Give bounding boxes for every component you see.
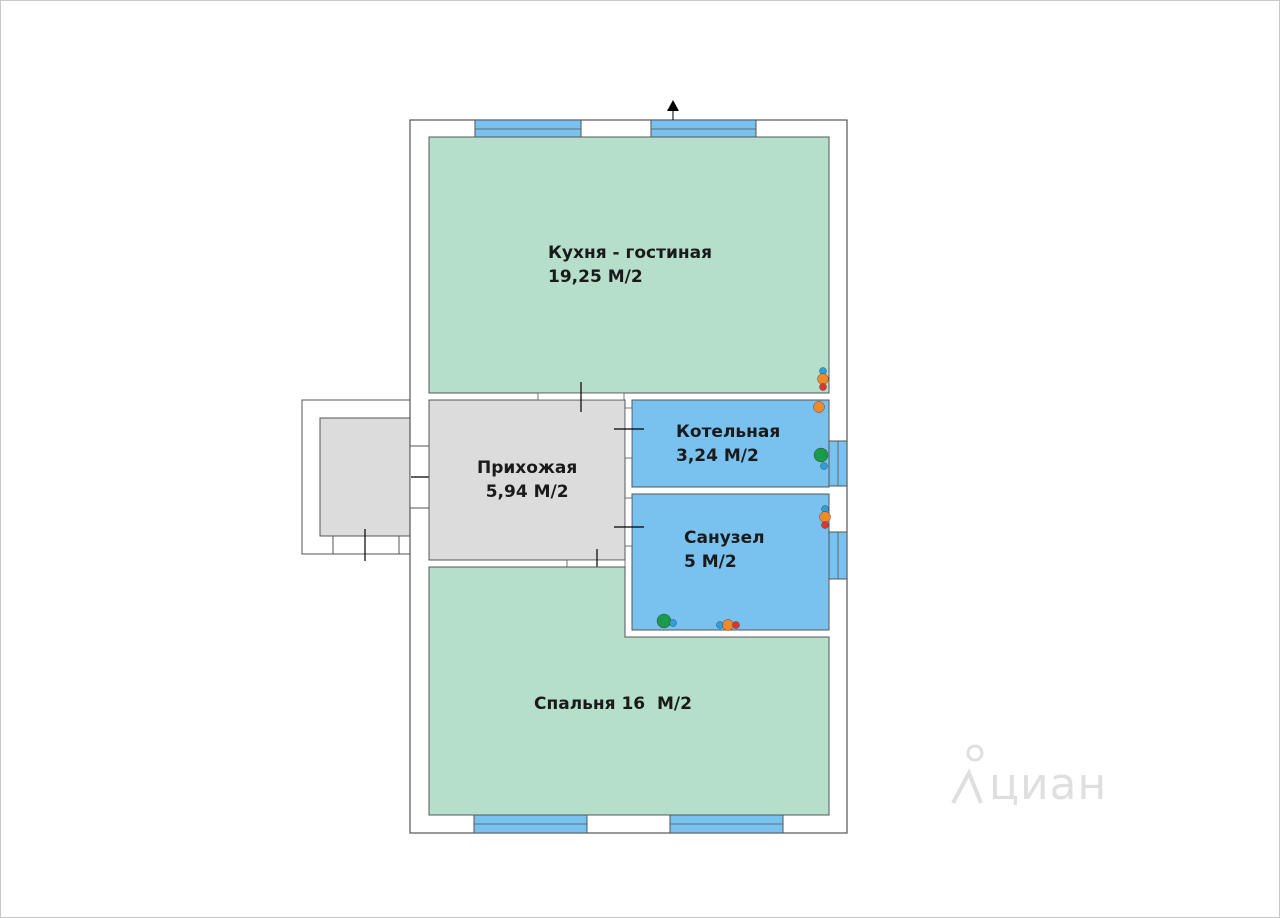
room-boiler xyxy=(631,399,830,488)
room-bedroom xyxy=(428,566,830,816)
gas-point-icon xyxy=(819,511,831,523)
boiler-name: Котельная xyxy=(676,422,781,442)
porch-step xyxy=(332,535,400,555)
cold-water-point-icon xyxy=(669,619,677,627)
window-kitchen-right xyxy=(650,119,757,138)
hot-water-point-icon xyxy=(732,621,740,629)
gas-point-icon xyxy=(722,619,734,631)
porch-platform xyxy=(319,417,413,537)
hot-water-point-icon xyxy=(819,383,827,391)
bathroom-door-gap xyxy=(624,497,633,547)
hall-label: Прихожая 5,94 М/2 xyxy=(477,456,577,504)
kitchen-name: Кухня - гостиная xyxy=(548,243,713,263)
hall-area: 5,94 М/2 xyxy=(485,482,569,502)
window-kitchen-left xyxy=(474,119,582,138)
cold-water-point-icon xyxy=(820,462,828,470)
bathroom-name: Санузел xyxy=(684,528,765,548)
bedroom-label: Спальня 16 М/2 xyxy=(534,694,692,714)
boiler-label: Котельная 3,24 М/2 xyxy=(676,420,780,468)
north-arrow-icon xyxy=(667,100,679,111)
kitchen-area: 19,25 М/2 xyxy=(548,267,643,287)
kitchen-label: Кухня - гостиная 19,25 М/2 xyxy=(548,241,712,289)
room-bathroom xyxy=(631,493,830,631)
bathroom-label: Санузел 5 М/2 xyxy=(684,526,765,574)
gas-point-icon xyxy=(817,373,829,385)
bathroom-area: 5 М/2 xyxy=(684,552,737,572)
sewer-point-icon xyxy=(656,613,672,629)
hall-name: Прихожая xyxy=(477,458,578,478)
room-hall xyxy=(428,399,626,561)
boiler-area: 3,24 М/2 xyxy=(676,446,759,466)
boiler-door-gap xyxy=(624,407,633,459)
gas-point-icon xyxy=(813,401,825,413)
hot-water-point-icon xyxy=(821,521,829,529)
room-kitchen-living xyxy=(428,136,830,394)
hall-bottom-door-gap xyxy=(566,559,626,568)
sewer-point-icon xyxy=(813,447,829,463)
